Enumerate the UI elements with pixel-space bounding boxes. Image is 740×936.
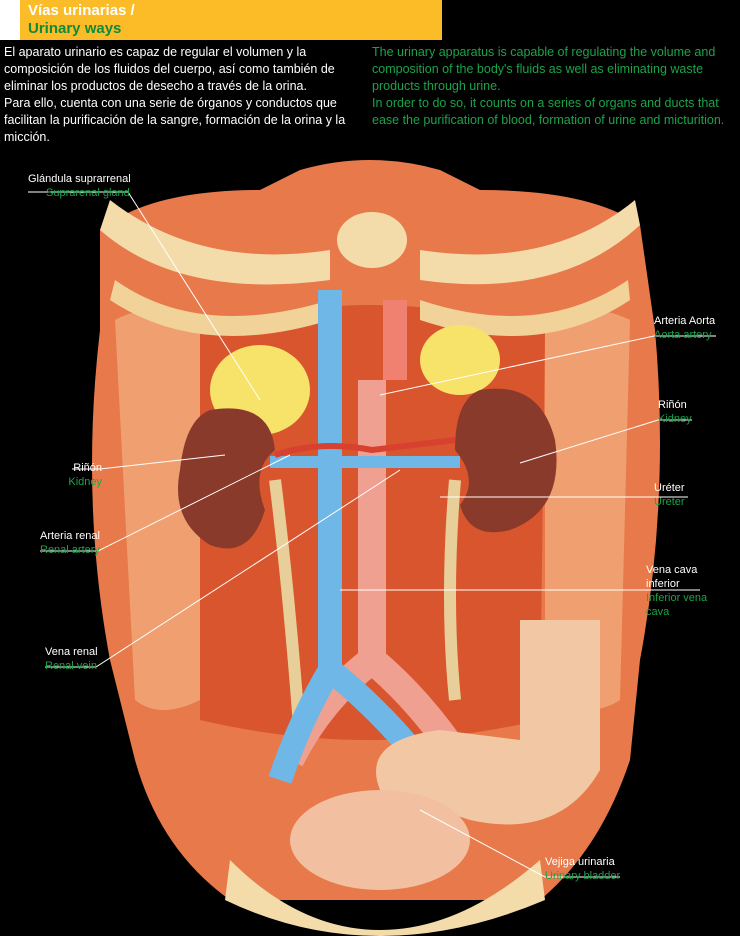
label-es: Glándula suprarrenal xyxy=(28,173,131,185)
label-en: Ureter xyxy=(654,496,685,508)
label-en: Renal artery xyxy=(40,544,100,556)
intro-en-p1: The urinary apparatus is capable of regu… xyxy=(372,45,716,93)
label-en: Renal vein xyxy=(45,660,97,672)
adrenal-right xyxy=(420,325,500,395)
colon xyxy=(376,620,600,825)
label-suprarenal-gland: Glándula suprarrenal Suprarenal gland xyxy=(28,172,131,200)
label-es: Vena cava inferior xyxy=(646,564,698,590)
label-ureter: Uréter Ureter xyxy=(654,481,685,509)
line-kidney-left xyxy=(72,454,226,470)
leader-lines xyxy=(28,191,716,878)
header-strip xyxy=(0,0,20,40)
pelvis xyxy=(225,860,545,936)
line-bladder xyxy=(419,809,620,878)
line-aorta xyxy=(379,335,716,396)
label-es: Uréter xyxy=(654,482,685,494)
label-bladder: Vejiga urinaria Urinary bladder xyxy=(545,855,620,883)
bladder xyxy=(290,790,470,890)
ribs-lower xyxy=(110,280,630,336)
label-es: Vejiga urinaria xyxy=(545,856,615,868)
title-es: Vías urinarias / xyxy=(28,2,135,19)
label-kidney-right: Riñón Kidney xyxy=(658,398,692,426)
intro-en-p2: In order to do so, it counts on a series… xyxy=(372,96,725,127)
label-aorta: Arteria Aorta Aorta artery xyxy=(654,314,715,342)
label-en: Kidney xyxy=(68,476,102,488)
label-en: Suprarenal gland xyxy=(46,187,130,199)
label-renal-vein: Vena renal Renal vein xyxy=(45,645,98,673)
vertebra xyxy=(337,212,407,268)
label-en: Aorta artery xyxy=(654,329,712,341)
label-en: Kidney xyxy=(658,413,692,425)
kidney-right xyxy=(455,388,557,533)
ribs xyxy=(100,200,640,285)
title-en: Urinary ways xyxy=(28,20,122,37)
ureter-left xyxy=(269,479,306,741)
intro-english: The urinary apparatus is capable of regu… xyxy=(372,44,740,129)
label-es: Riñón xyxy=(73,462,102,474)
label-kidney-left: Riñón Kidney xyxy=(50,461,102,489)
renal-arteries xyxy=(274,437,456,458)
label-es: Vena renal xyxy=(45,646,98,658)
line-renal-artery xyxy=(40,454,291,552)
abdominal-wall xyxy=(115,310,200,710)
line-kidney-right xyxy=(519,419,692,464)
intro-es-p1: El aparato urinario es capaz de regular … xyxy=(4,45,335,93)
label-vena-cava: Vena cava inferior Inferior vena cava xyxy=(646,563,716,619)
label-es: Arteria Aorta xyxy=(654,315,716,327)
intro-spanish: El aparato urinario es capaz de regular … xyxy=(4,44,354,146)
label-renal-artery: Arteria renal Renal artery xyxy=(40,529,100,557)
abdominal-wall-right xyxy=(545,310,630,710)
label-es: Riñón xyxy=(658,399,687,411)
line-suprarenal xyxy=(28,191,261,401)
label-en: Urinary bladder xyxy=(545,870,621,882)
intro-es-p2: Para ello, cuenta con una serie de órgan… xyxy=(4,96,346,144)
line-renal-vein xyxy=(45,469,401,668)
label-en: Inferior vena cava xyxy=(646,592,708,618)
label-es: Arteria renal xyxy=(40,530,100,542)
header-banner: Vías urinarias / Urinary ways xyxy=(20,0,442,40)
kidney-left xyxy=(178,408,275,549)
ureter-right xyxy=(444,479,461,701)
